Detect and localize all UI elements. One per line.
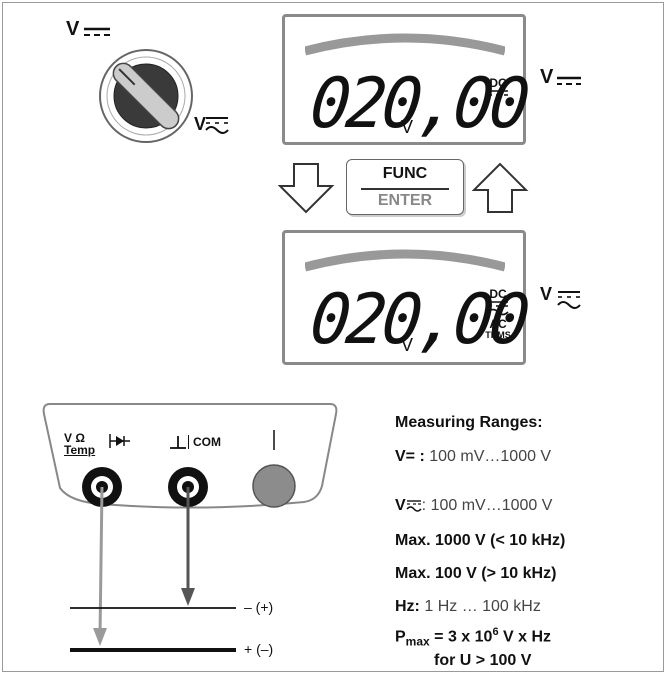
terminal1-label: V Ω Temp (64, 431, 96, 457)
lower-line-label: + (–) (244, 641, 274, 657)
terminal-block: V Ω Temp COM (40, 400, 340, 670)
func-label: FUNC (382, 165, 428, 182)
lcd-display-ac: 020,00 V DC AC TRMS (282, 230, 530, 365)
arrow-down-icon (278, 163, 335, 214)
diode-icon (109, 434, 130, 448)
range-pmax-condition: for U > 100 V (434, 652, 532, 669)
lcd-unit: V (401, 117, 414, 137)
terminal3-mark-icon (273, 430, 275, 450)
lcd-display-dc: 020,00 V DC (282, 14, 530, 145)
enter-label: ENTER (377, 192, 433, 209)
range-max1: Max. 1000 V (< 10 kHz) (395, 532, 566, 549)
lcd-unit: V (401, 335, 414, 355)
upper-line-label: – (+) (244, 599, 274, 615)
side-label-dc: V (540, 66, 554, 88)
range-vdc: V= : 100 mV…1000 V (395, 448, 552, 465)
acdc-symbol-icon (557, 291, 581, 309)
range-max2: Max. 100 V (> 10 kHz) (395, 565, 557, 582)
jack-blocked-icon (252, 464, 296, 508)
arrow-up-icon (472, 162, 529, 213)
com-label: COM (188, 435, 221, 449)
rotary-switch[interactable]: V V (64, 18, 254, 148)
side-label-ac: V (540, 284, 553, 304)
ground-icon (170, 436, 186, 449)
rotary-label-dc: V (66, 18, 80, 40)
dc-symbol-icon (557, 76, 581, 85)
bargraph-arc (305, 33, 505, 56)
mode-indicator-dc: DC (488, 76, 508, 96)
mode-indicator-acdc: DC AC TRMS (485, 287, 511, 340)
range-pmax: Pmax = 3 x 106 V x Hz (395, 626, 552, 649)
ranges-heading: Measuring Ranges: (395, 414, 543, 431)
acdc-small-icon (406, 500, 422, 512)
rotary-dial-icon (84, 27, 229, 143)
func-enter-button[interactable]: FUNC ENTER (346, 159, 464, 215)
range-hz: Hz: 1 Hz … 100 kHz (395, 598, 541, 615)
jacks-and-wires (70, 464, 296, 652)
bargraph-arc (305, 249, 505, 272)
range-vac: V: 100 mV…1000 V (395, 497, 553, 514)
rotary-label-ac: V (194, 114, 207, 134)
func-separator (361, 188, 449, 190)
